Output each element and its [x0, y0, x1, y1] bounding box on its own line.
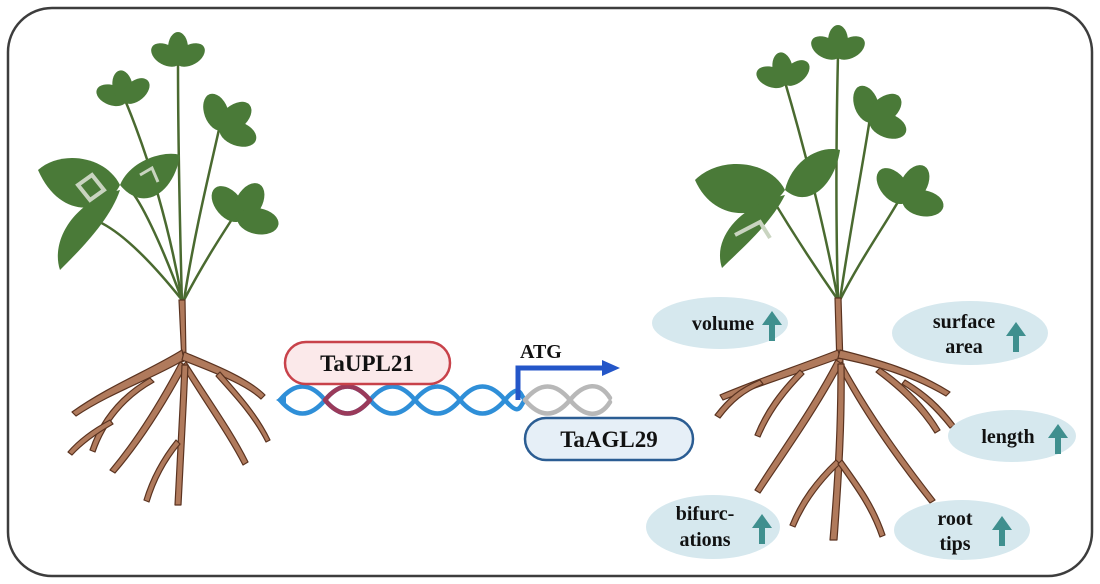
dna-strand-maroon — [322, 384, 373, 416]
trait-bifurcations-bubble — [646, 495, 780, 559]
trait-bifurcations-label-1: bifurc- — [676, 503, 735, 525]
leaf-highlight — [139, 165, 160, 183]
dna-strand-gray-b — [522, 384, 613, 416]
left-plant-stems — [93, 60, 240, 307]
leaf — [57, 190, 120, 270]
trait-volume: volume — [652, 297, 788, 349]
trait-bifurcations-label-2: ations — [679, 529, 730, 551]
dna-helix — [276, 384, 613, 416]
leaf — [695, 163, 785, 214]
trait-surface-area-label-2: area — [945, 336, 982, 358]
right-plant — [695, 25, 956, 541]
leaf-highlight — [734, 219, 772, 240]
trait-length-label: length — [981, 426, 1034, 448]
diagram-frame — [6, 6, 1094, 578]
leaf-highlight — [75, 172, 107, 203]
trait-root-tips: root tips — [894, 500, 1030, 560]
trait-surface-area: surface area — [892, 301, 1048, 365]
leaf — [785, 149, 840, 198]
trait-length-bubble — [948, 410, 1076, 462]
trait-length: length — [948, 410, 1076, 462]
taagl29-label: TaAGL29 — [560, 427, 658, 452]
trait-surface-area-label-1: surface — [933, 311, 995, 333]
trait-surface-area-bubble — [892, 301, 1048, 365]
dna-left-end-arrow-icon — [276, 394, 286, 406]
trait-root-tips-label-1: root — [937, 508, 973, 530]
leaf — [719, 195, 785, 268]
trait-bifurcations: bifurc- ations — [646, 495, 780, 559]
trait-root-tips-label-2: tips — [939, 533, 970, 555]
left-plant-big-leaves — [38, 153, 180, 270]
taupl21-label: TaUPL21 — [320, 351, 414, 376]
left-plant — [38, 32, 281, 506]
trait-volume-label: volume — [692, 313, 754, 335]
taagl29-pill — [523, 416, 695, 462]
leaf — [120, 153, 180, 199]
transcription-start-arrow-icon — [515, 360, 620, 400]
taupl21-pill — [283, 340, 452, 386]
right-plant-big-leaves — [695, 149, 840, 268]
taupl21-protein: TaUPL21 — [283, 340, 452, 386]
trait-root-tips-bubble — [894, 500, 1030, 560]
right-plant-roots — [714, 297, 956, 541]
trait-volume-bubble — [652, 297, 788, 349]
taagl29-protein: TaAGL29 — [523, 416, 695, 462]
left-plant-roots — [67, 299, 271, 506]
atg-label: ATG — [520, 341, 562, 363]
